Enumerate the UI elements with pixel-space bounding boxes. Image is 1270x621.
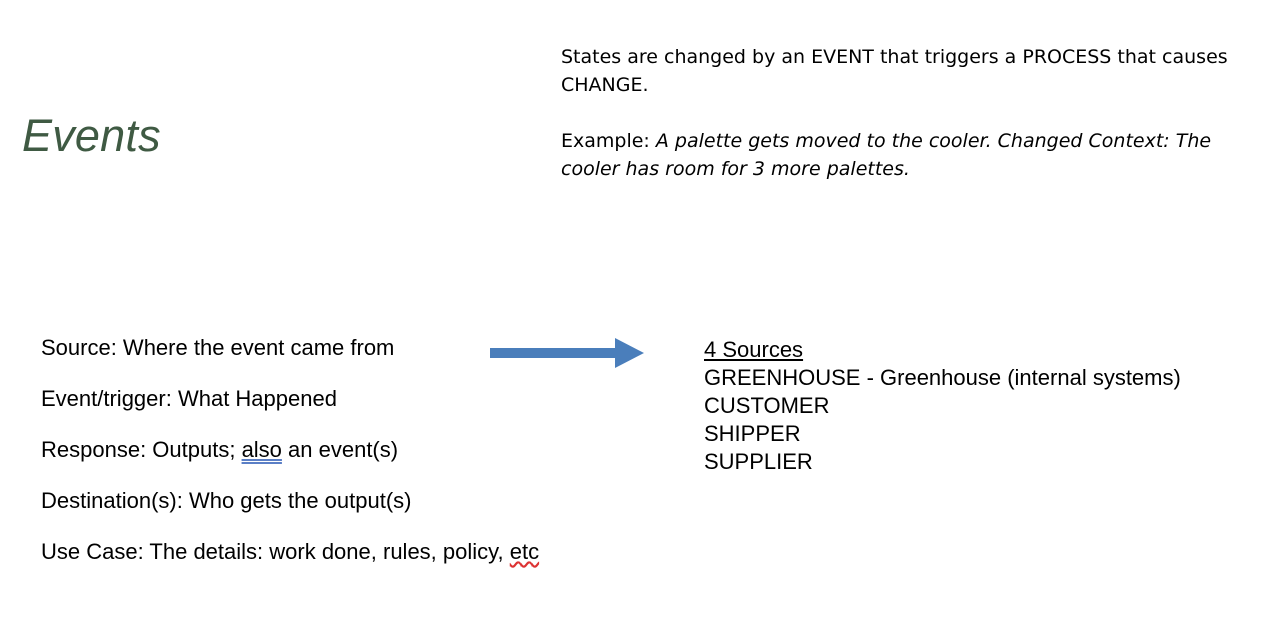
etc-word: etc — [509, 539, 540, 564]
event-trigger-item: Event/trigger: What Happened — [41, 386, 337, 411]
also-word: also — [241, 437, 282, 462]
source-customer: CUSTOMER — [704, 393, 830, 418]
example-line: Example: A palette gets moved to the coo… — [561, 127, 1241, 183]
sources-list: 4 Sources GREENHOUSE - Greenhouse (inter… — [704, 336, 1181, 476]
slide-title: Events — [22, 110, 161, 161]
description-line: States are changed by an EVENT that trig… — [561, 46, 1228, 96]
response-item: Response: Outputs; also an event(s) — [41, 437, 399, 462]
use-case-item: Use Case: The details: work done, rules,… — [41, 539, 540, 564]
destination-item: Destination(s): Who gets the output(s) — [41, 488, 412, 513]
source-supplier: SUPPLIER — [704, 449, 813, 474]
source-shipper: SHIPPER — [704, 421, 801, 446]
example-label: Example: — [561, 130, 656, 152]
source-item: Source: Where the event came from — [41, 335, 395, 360]
example-text: A palette gets moved to the cooler. Chan… — [561, 130, 1212, 180]
sources-heading: 4 Sources — [704, 337, 804, 362]
right-arrow-icon — [490, 338, 644, 368]
source-greenhouse: GREENHOUSE - Greenhouse (internal system… — [704, 365, 1181, 390]
description-block: States are changed by an EVENT that trig… — [561, 43, 1241, 183]
